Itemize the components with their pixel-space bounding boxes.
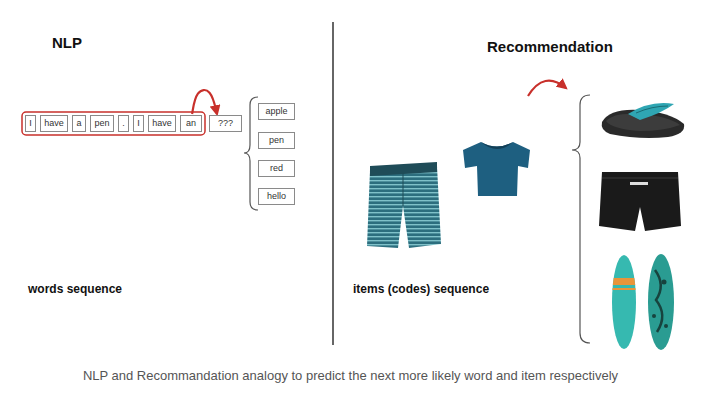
word-box: I	[133, 115, 144, 132]
word-text: red	[270, 163, 283, 173]
bracket	[572, 95, 590, 343]
candidate-box: apple	[258, 103, 295, 120]
board-shorts	[367, 162, 441, 248]
word-box: I	[25, 115, 36, 132]
next-item-arrow	[528, 81, 566, 96]
word-text: ???	[218, 118, 233, 128]
word-text: I	[137, 118, 140, 128]
t-shirt	[463, 142, 530, 196]
word-box: have	[148, 115, 176, 132]
word-box: a	[72, 115, 86, 132]
word-box: an	[180, 115, 202, 132]
candidate-box: pen	[258, 132, 295, 149]
bracket	[244, 97, 258, 210]
word-text: a	[76, 118, 81, 128]
word-text: an	[186, 118, 196, 128]
next-word-arrow	[192, 90, 217, 114]
candidate-box: red	[258, 160, 295, 177]
word-text: have	[152, 118, 172, 128]
word-box: ???	[209, 115, 242, 132]
word-text: .	[122, 118, 125, 128]
candidate-box: hello	[258, 188, 295, 205]
word-text: I	[29, 118, 32, 128]
divider-line	[332, 22, 334, 345]
sequence-frame	[22, 112, 205, 135]
word-text: pen	[269, 135, 284, 145]
word-text: apple	[265, 106, 287, 116]
word-text: hello	[267, 191, 286, 201]
word-box: have	[40, 115, 68, 132]
flip-flop	[602, 103, 685, 138]
sequence-label: words sequence	[28, 282, 122, 296]
sequence-label: items (codes) sequence	[353, 282, 489, 296]
surfboards	[610, 254, 674, 350]
figure-caption: NLP and Recommandation analogy to predic…	[0, 368, 701, 383]
word-box: pen	[90, 115, 114, 132]
black-shorts	[599, 172, 681, 231]
section-title: Recommendation	[487, 38, 613, 55]
section-title: NLP	[52, 34, 82, 51]
word-text: pen	[94, 118, 109, 128]
word-text: have	[44, 118, 64, 128]
word-box: .	[118, 115, 129, 132]
